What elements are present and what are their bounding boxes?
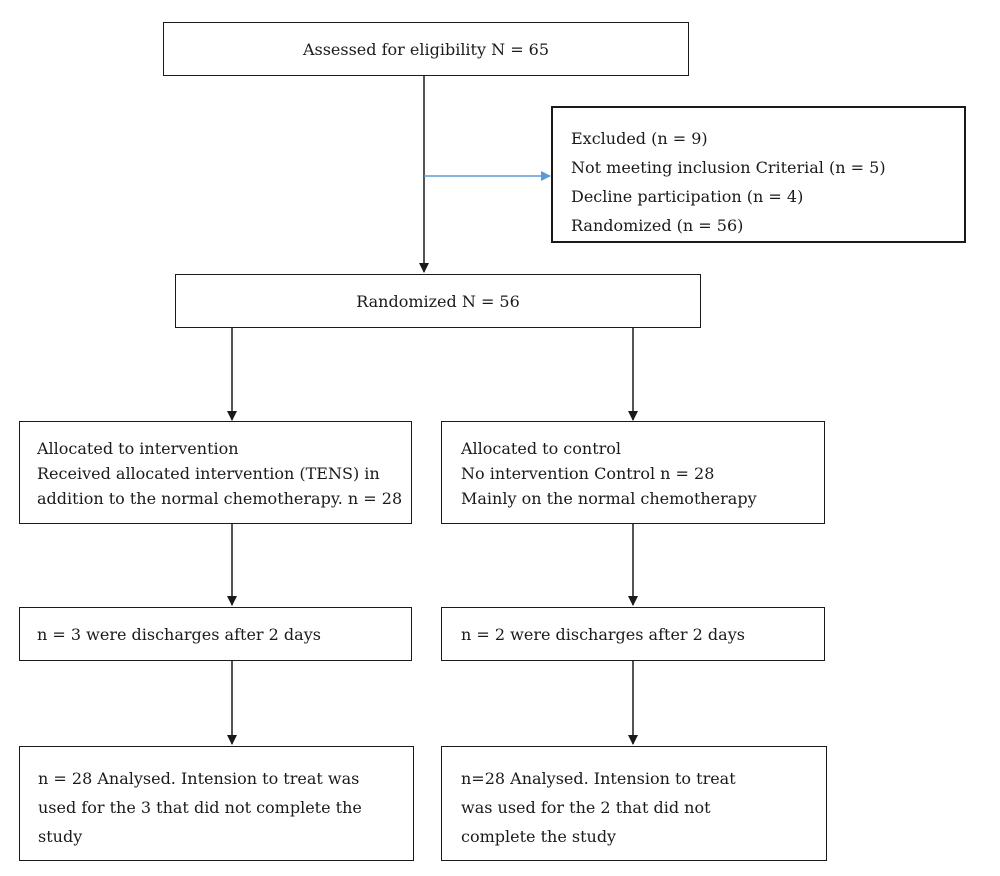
- excluded-line: Excluded (n = 9): [571, 129, 708, 148]
- intervention-followup-box: n = 3 were discharges after 2 days: [19, 607, 412, 661]
- control-analysis-line: was used for the 2 that did not: [461, 798, 711, 817]
- intervention-allocation-line: addition to the normal chemotherapy. n =…: [37, 489, 403, 508]
- control-analysis-box: n=28 Analysed. Intension to treat was us…: [441, 746, 827, 861]
- intervention-analysis-line: used for the 3 that did not complete the: [38, 798, 362, 817]
- control-analysis-line: complete the study: [461, 827, 617, 846]
- control-allocation-line: No intervention Control n = 28: [461, 464, 715, 483]
- eligibility-box: Assessed for eligibility N = 65: [163, 22, 689, 76]
- intervention-analysis-box: n = 28 Analysed. Intension to treat was …: [19, 746, 414, 861]
- intervention-allocation-line: Received allocated intervention (TENS) i…: [37, 464, 380, 483]
- intervention-allocation-line: Allocated to intervention: [37, 439, 239, 458]
- excluded-line: Decline participation (n = 4): [571, 187, 804, 206]
- intervention-followup-text: n = 3 were discharges after 2 days: [37, 624, 321, 644]
- randomized-text: Randomized N = 56: [356, 291, 520, 311]
- excluded-box: Excluded (n = 9) Not meeting inclusion C…: [551, 106, 966, 243]
- intervention-allocation-box: Allocated to intervention Received alloc…: [19, 421, 412, 524]
- randomized-box: Randomized N = 56: [175, 274, 701, 328]
- intervention-analysis-line: study: [38, 827, 83, 846]
- control-allocation-box: Allocated to control No intervention Con…: [441, 421, 825, 524]
- control-analysis-line: n=28 Analysed. Intension to treat: [461, 769, 736, 788]
- excluded-line: Not meeting inclusion Criterial (n = 5): [571, 158, 886, 177]
- control-followup-box: n = 2 were discharges after 2 days: [441, 607, 825, 661]
- excluded-line: Randomized (n = 56): [571, 216, 744, 235]
- control-allocation-line: Mainly on the normal chemotherapy: [461, 489, 757, 508]
- intervention-analysis-line: n = 28 Analysed. Intension to treat was: [38, 769, 360, 788]
- control-followup-text: n = 2 were discharges after 2 days: [461, 624, 745, 644]
- control-allocation-line: Allocated to control: [461, 439, 622, 458]
- eligibility-text: Assessed for eligibility N = 65: [302, 39, 550, 59]
